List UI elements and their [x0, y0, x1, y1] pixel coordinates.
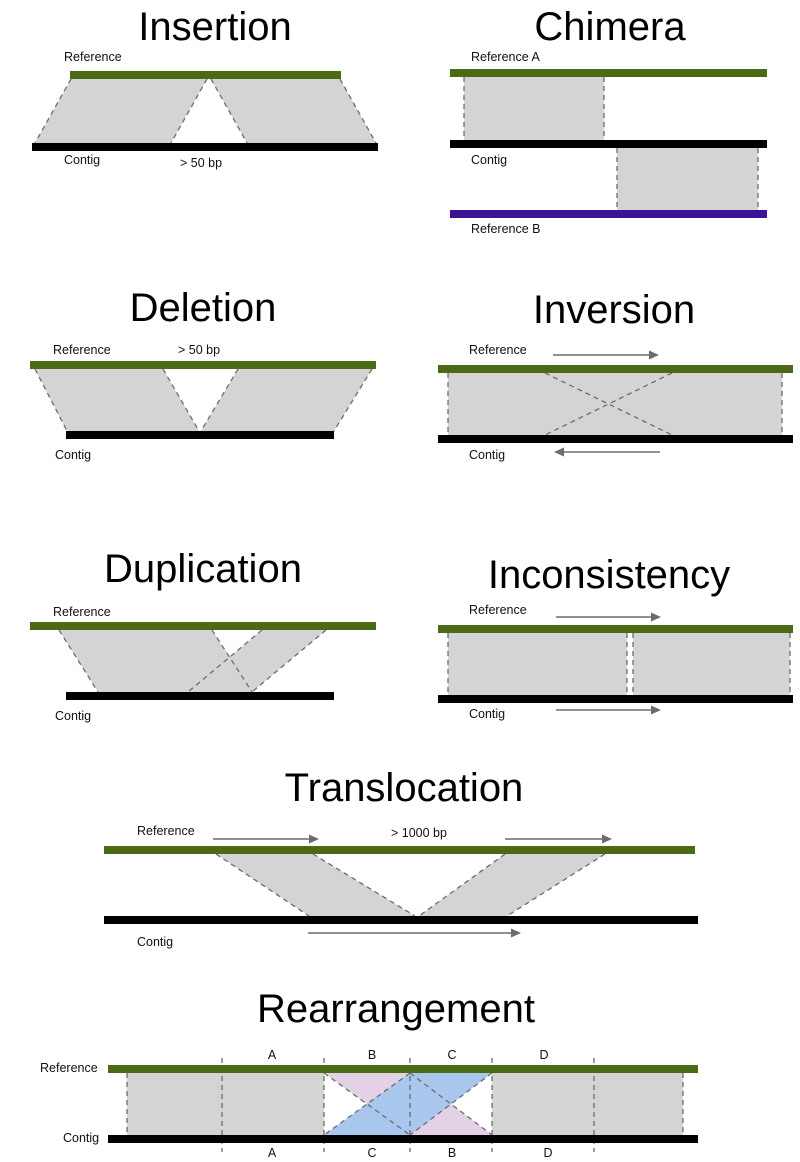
contig-label: Contig [63, 1131, 99, 1145]
reference-a-bar [450, 69, 767, 77]
deletion-title: Deletion [130, 286, 277, 330]
contig-segment-label: B [448, 1146, 456, 1160]
translocation-title: Translocation [285, 766, 524, 810]
deletion-size-label: > 50 bp [178, 343, 220, 357]
contig-bar [104, 916, 698, 924]
contig-label: Contig [64, 153, 100, 167]
alignment-block-left [448, 633, 627, 695]
contig-arrow [308, 928, 521, 938]
contig-label: Contig [55, 448, 91, 462]
duplication-panel: Duplication Reference Contig [30, 547, 376, 723]
contig-label: Contig [471, 153, 507, 167]
forward-arrow [553, 350, 659, 360]
contig-segment-label: C [367, 1146, 376, 1160]
deletion-panel: Deletion Reference > 50 bp Contig [30, 286, 376, 462]
segment-c-alignment [324, 1073, 492, 1135]
contig-bar [66, 692, 334, 700]
contig-bar [450, 140, 767, 148]
reference-segment-label: A [268, 1048, 277, 1062]
contig-bar [32, 143, 378, 151]
reference-label: Reference [53, 343, 111, 357]
contig-label: Contig [137, 935, 173, 949]
alignment-block-right [633, 633, 790, 695]
reference-b-label: Reference B [471, 222, 540, 236]
reference-segment-label: C [447, 1048, 456, 1062]
alignment-block-a [464, 77, 604, 140]
reference-segment-label: B [368, 1048, 376, 1062]
reference-label: Reference [137, 824, 195, 838]
segment-a-alignment [127, 1073, 324, 1135]
alignment-block [448, 373, 782, 435]
alignment-block-left [35, 369, 199, 431]
inversion-panel: Inversion Reference Contig [438, 288, 793, 462]
contig-label: Contig [469, 448, 505, 462]
translocation-size-label: > 1000 bp [391, 826, 447, 840]
alignment-block-right [201, 369, 372, 431]
inversion-title: Inversion [533, 288, 695, 332]
reference-bar [30, 622, 376, 630]
contig-segment-label: D [543, 1146, 552, 1160]
contig-bar [438, 435, 793, 443]
translocation-panel: Translocation Reference > 1000 bp Contig [104, 766, 698, 949]
contig-bar [108, 1135, 698, 1143]
duplication-title: Duplication [104, 547, 302, 591]
insertion-size-label: > 50 bp [180, 156, 222, 170]
reverse-arrow [554, 447, 660, 457]
alignment-block-left [35, 79, 207, 143]
segment-d-alignment [492, 1073, 683, 1135]
reference-a-label: Reference A [471, 50, 540, 64]
insertion-title: Insertion [138, 5, 291, 49]
reference-bar [438, 365, 793, 373]
contig-label: Contig [55, 709, 91, 723]
reference-label: Reference [53, 605, 111, 619]
reference-label: Reference [469, 603, 527, 617]
contig-label: Contig [469, 707, 505, 721]
alignment-block-original [59, 630, 252, 692]
alignment-block-right [419, 854, 605, 916]
alignment-block-left [216, 854, 415, 916]
reference-left-arrow [213, 834, 319, 844]
reference-label: Reference [469, 343, 527, 357]
rearrangement-title: Rearrangement [257, 987, 535, 1031]
alignment-block-duplicate [188, 630, 326, 692]
reference-segment-label: D [539, 1048, 548, 1062]
reference-bar [108, 1065, 698, 1073]
contig-direction-arrow [556, 705, 661, 715]
inconsistency-panel: Inconsistency Reference Contig [438, 553, 793, 721]
inconsistency-title: Inconsistency [488, 553, 730, 597]
reference-label: Reference [64, 50, 122, 64]
alignment-block-b [617, 148, 758, 210]
contig-bar [438, 695, 793, 703]
contig-bar [66, 431, 334, 439]
chimera-panel: Chimera Reference A Contig Reference B [450, 5, 767, 236]
reference-bar [438, 625, 793, 633]
insertion-panel: Insertion Reference Contig > 50 bp [32, 5, 378, 170]
contig-segment-label: A [268, 1146, 277, 1160]
reference-label: Reference [40, 1061, 98, 1075]
chimera-title: Chimera [534, 5, 686, 49]
rearrangement-panel: Rearrangement Reference Contig A B C D A… [40, 987, 698, 1160]
reference-bar [70, 71, 341, 79]
reference-b-bar [450, 210, 767, 218]
alignment-block-right [211, 79, 376, 143]
reference-right-arrow [505, 834, 612, 844]
reference-direction-arrow [556, 612, 661, 622]
reference-bar [30, 361, 376, 369]
reference-bar [104, 846, 695, 854]
